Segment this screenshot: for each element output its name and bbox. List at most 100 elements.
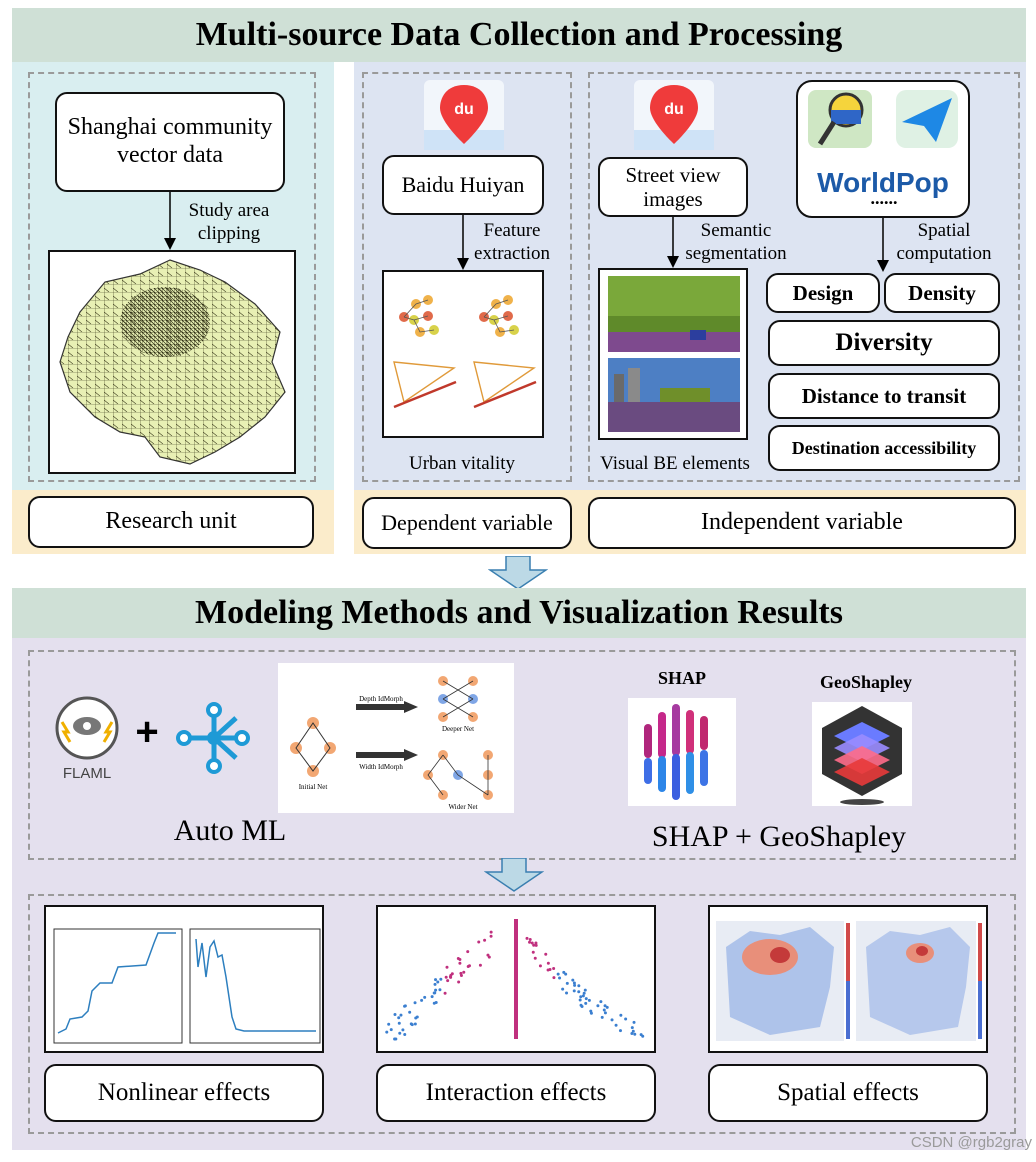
scatter-point xyxy=(457,980,461,984)
scatter-point xyxy=(458,961,462,965)
scatter-point xyxy=(389,1028,393,1032)
scatter-point xyxy=(546,961,550,965)
scatter-point xyxy=(599,1000,603,1004)
scatter-point xyxy=(583,988,587,992)
research-unit-label: Research unit xyxy=(105,508,237,535)
design-box: Design xyxy=(766,273,880,313)
scatter-point xyxy=(562,970,566,974)
scatter-point xyxy=(600,1015,604,1019)
shanghai-map xyxy=(48,250,296,474)
scatter-point xyxy=(561,987,565,991)
scatter-point xyxy=(577,984,581,988)
scatter-point xyxy=(618,1029,622,1033)
urban-vitality-label: Urban vitality xyxy=(408,453,516,474)
spatial-effects-label: Spatial effects xyxy=(777,1078,919,1106)
scatter-point xyxy=(401,1028,405,1032)
scatter-point xyxy=(450,972,454,976)
scatter-point xyxy=(413,1001,417,1005)
scatter-point xyxy=(458,958,462,962)
initial-net-label: Initial Net xyxy=(299,783,328,791)
scatter-point xyxy=(614,1023,618,1027)
feature-extraction-label: Feature extraction xyxy=(474,220,550,264)
scatter-point xyxy=(403,1033,407,1037)
scatter-point xyxy=(449,975,453,979)
baidu-huiyan-box: Baidu Huiyan xyxy=(382,155,544,215)
scatter-point xyxy=(398,1031,402,1035)
connector-arrows-top xyxy=(164,192,889,272)
semantic-segmentation-label: Semantic segmentation xyxy=(685,220,787,264)
scatter-point xyxy=(584,997,588,1001)
depth-morph-label: Depth IdMorph xyxy=(359,695,403,703)
street-view-box: Street view images xyxy=(598,157,748,217)
research-unit-box: Research unit xyxy=(28,496,314,548)
scatter-point xyxy=(399,1013,403,1017)
initial-net xyxy=(290,717,336,777)
down-arrow-1 xyxy=(488,556,548,590)
independent-dashed-frame xyxy=(588,72,1020,482)
results-dashed-frame xyxy=(28,894,1016,1134)
scatter-point xyxy=(603,1011,607,1015)
interaction-plot xyxy=(376,905,656,1053)
scatter-point xyxy=(630,1026,634,1030)
section-title-modeling: Modeling Methods and Visualization Resul… xyxy=(12,588,1026,638)
scatter-point xyxy=(436,980,440,984)
dependent-variable-label: Dependent variable xyxy=(381,510,553,536)
width-morph-label: Width IdMorph xyxy=(359,763,403,771)
scatter-point xyxy=(489,930,493,934)
scatter-point xyxy=(459,974,463,978)
scatter-point xyxy=(478,963,482,967)
colorbar xyxy=(514,919,518,1039)
watermark: CSDN @rgb2gray xyxy=(910,1134,1032,1151)
down-arrow-2 xyxy=(484,858,544,892)
wider-net-label: Wider Net xyxy=(448,803,477,811)
left-dashed-frame xyxy=(28,72,316,482)
scatter-point xyxy=(603,1004,607,1008)
scatter-point xyxy=(632,1020,636,1024)
worldpop-dots: ...... xyxy=(870,188,898,208)
scatter-point xyxy=(546,968,550,972)
scatter-point xyxy=(610,1018,614,1022)
scatter-point xyxy=(420,998,424,1002)
scatter-point xyxy=(528,940,532,944)
scatter-point xyxy=(579,995,583,999)
scatter-point xyxy=(477,940,481,944)
baidu-huiyan-label: Baidu Huiyan xyxy=(401,172,525,198)
geoshapley-logo xyxy=(812,702,912,806)
scatter-point xyxy=(530,941,534,945)
magnifier-map-icon xyxy=(808,90,872,148)
scatter-point xyxy=(624,1017,628,1021)
scatter-point xyxy=(430,995,434,999)
scatter-point xyxy=(580,1004,584,1008)
scatter-point xyxy=(577,990,581,994)
shap-geoshapley-label: SHAP + GeoShapley xyxy=(651,820,907,853)
worldpop-box: WorldPop xyxy=(796,80,970,218)
scatter-point xyxy=(639,1033,643,1037)
scatter-point xyxy=(589,1011,593,1015)
street-view-label: Street view images xyxy=(625,162,721,211)
diversity-label: Diversity xyxy=(835,328,933,356)
interaction-effects-label: Interaction effects xyxy=(425,1078,607,1106)
study-area-label: Study area clipping xyxy=(188,200,270,244)
deeper-net-label: Deeper Net xyxy=(442,725,474,733)
spatial-computation-label: Spatial computation xyxy=(896,220,992,264)
network-glyph-left xyxy=(399,295,439,337)
flaml-text: FLAML xyxy=(63,765,111,780)
urban-vitality-image xyxy=(382,270,544,438)
scatter-point xyxy=(525,936,529,940)
scatter-point xyxy=(619,1013,623,1017)
scatter-point xyxy=(486,953,490,957)
independent-variable-box: Independent variable xyxy=(588,497,1016,549)
scatter-point xyxy=(397,1016,401,1020)
pipeline-icon xyxy=(176,700,252,776)
scatter-point xyxy=(631,1029,635,1033)
shap-label: SHAP xyxy=(657,668,706,688)
independent-variable-label: Independent variable xyxy=(701,509,903,536)
scatter-point xyxy=(443,991,447,995)
scatter-point xyxy=(581,994,585,998)
scatter-point xyxy=(434,978,438,982)
wider-net xyxy=(423,750,493,800)
scatter-point xyxy=(573,983,577,987)
geoshapley-label: GeoShapley xyxy=(819,672,912,692)
scatter-point xyxy=(572,989,576,993)
density-box: Density xyxy=(884,273,1000,313)
